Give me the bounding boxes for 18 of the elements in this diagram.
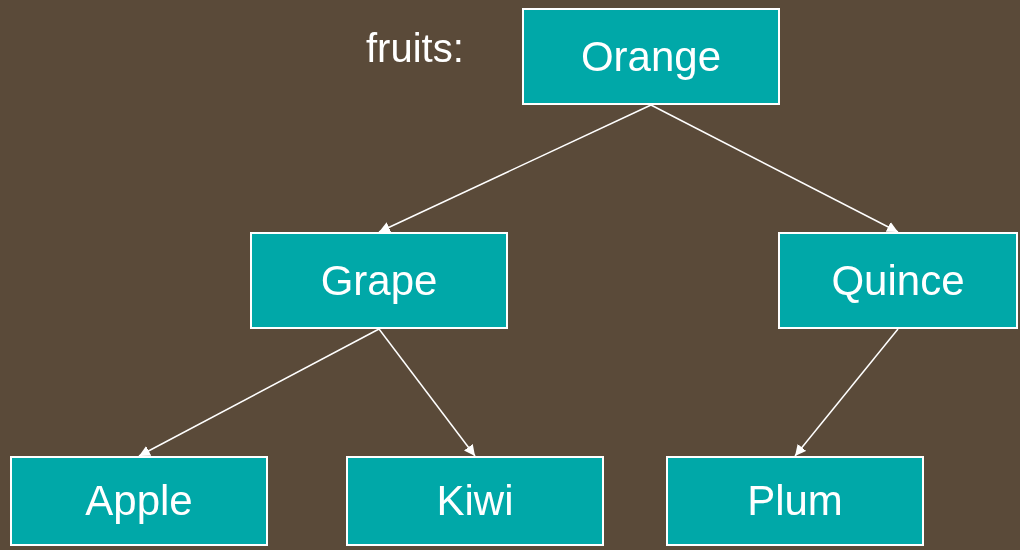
- node-label: Kiwi: [436, 477, 514, 525]
- node-label: Quince: [831, 256, 965, 305]
- node-label: Apple: [85, 477, 193, 525]
- arrow: [378, 328, 476, 457]
- diagram-label: fruits:: [366, 26, 464, 71]
- arrow: [378, 104, 652, 233]
- process-box: [522, 8, 780, 105]
- node-label: Plum: [747, 477, 843, 525]
- arrow: [138, 328, 380, 457]
- process-box: [778, 232, 1018, 329]
- process-box: [346, 456, 604, 546]
- process-box: [10, 456, 268, 546]
- arrow: [650, 104, 899, 233]
- arrow: [794, 328, 899, 457]
- process-box: [666, 456, 924, 546]
- process-box: [250, 232, 508, 329]
- node-label: Orange: [580, 32, 722, 81]
- node-label: Grape: [320, 256, 438, 305]
